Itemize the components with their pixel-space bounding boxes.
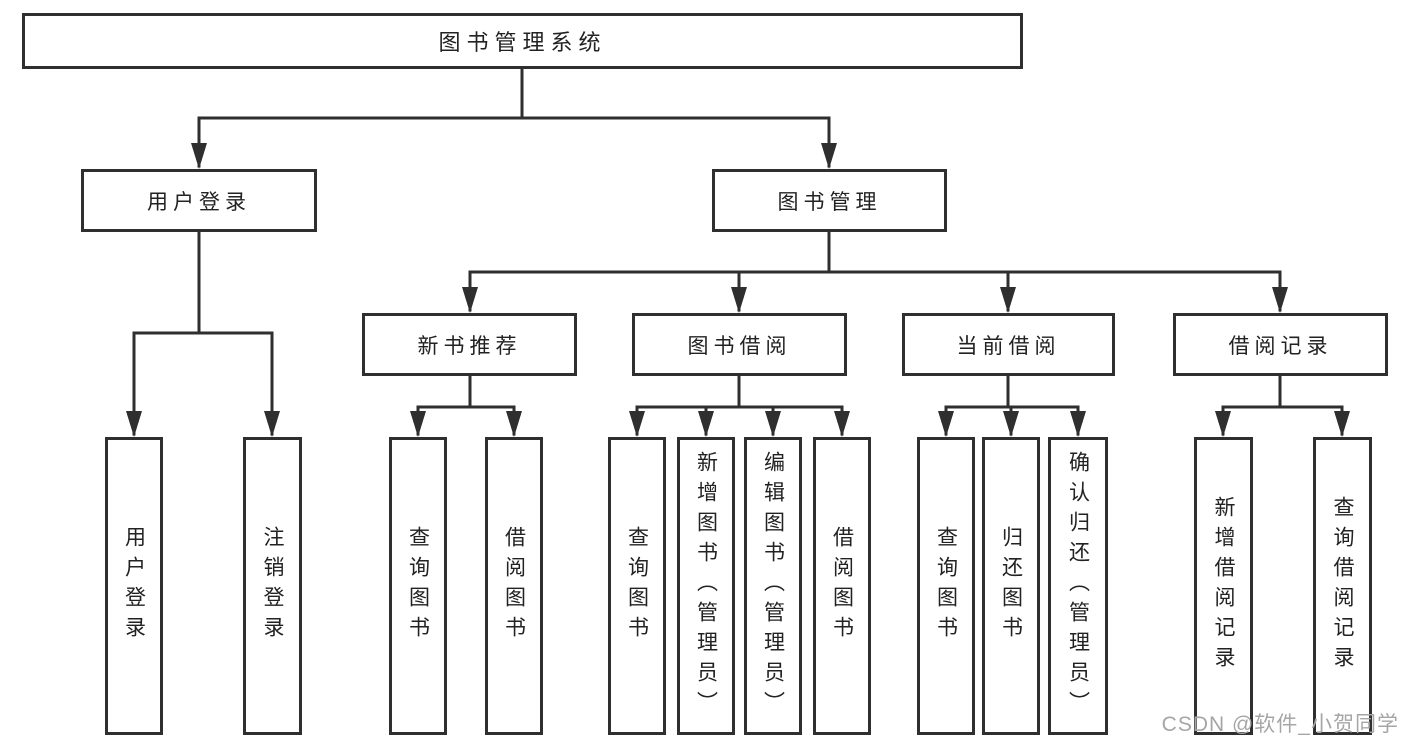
leaf-confirm-return-admin-label: 确认归还（管理员） [1066,451,1090,721]
leaf-borrow-books-recommend-label: 借阅图书 [502,526,526,646]
leaf-query-books-borrowing: 查询图书 [608,437,666,735]
leaf-user-login: 用户登录 [105,437,163,735]
leaf-query-books-current: 查询图书 [917,437,975,735]
leaf-return-books-label: 归还图书 [999,526,1023,646]
leaf-borrow-books-borrowing-label: 借阅图书 [830,526,854,646]
leaf-logout-label: 注销登录 [261,526,284,646]
node-borrowing-records: 借阅记录 [1173,313,1388,376]
node-library-system: 图书管理系统 [22,13,1023,69]
leaf-borrow-books-borrowing: 借阅图书 [813,437,871,735]
node-current-borrowing-label: 当前借阅 [956,334,1061,358]
leaf-return-books: 归还图书 [982,437,1040,735]
node-book-management: 图书管理 [712,169,947,232]
leaf-query-books-recommend-label: 查询图书 [406,526,430,646]
leaf-query-borrow-record: 查询借阅记录 [1313,437,1372,735]
leaf-borrow-books-recommend: 借阅图书 [485,437,543,735]
leaf-logout: 注销登录 [243,437,302,735]
watermark: CSDN @软件_小贺同学 [1161,713,1399,736]
leaf-add-borrow-record: 新增借阅记录 [1194,437,1253,735]
node-book-management-label: 图书管理 [777,190,882,214]
leaf-query-books-recommend: 查询图书 [389,437,447,735]
leaf-add-book-admin-label: 新增图书（管理员） [694,451,718,721]
node-new-book-recommend-label: 新书推荐 [417,334,522,358]
leaf-edit-book-admin: 编辑图书（管理员） [744,437,802,735]
leaf-confirm-return-admin: 确认归还（管理员） [1048,437,1108,735]
node-current-borrowing: 当前借阅 [902,313,1115,376]
node-borrowing-records-label: 借阅记录 [1228,334,1333,358]
leaf-query-books-current-label: 查询图书 [934,526,958,646]
leaf-edit-book-admin-label: 编辑图书（管理员） [761,451,785,721]
node-book-borrowing-label: 图书借阅 [687,334,792,358]
node-user-login: 用户登录 [81,169,317,232]
leaf-add-borrow-record-label: 新增借阅记录 [1212,496,1235,676]
node-book-borrowing: 图书借阅 [632,313,847,376]
leaf-query-books-borrowing-label: 查询图书 [625,526,649,646]
node-user-login-label: 用户登录 [147,190,251,214]
node-new-book-recommend: 新书推荐 [362,313,577,376]
leaf-query-borrow-record-label: 查询借阅记录 [1331,496,1354,676]
leaf-add-book-admin: 新增图书（管理员） [677,437,735,735]
leaf-user-login-label: 用户登录 [122,526,146,646]
node-library-system-label: 图书管理系统 [438,30,607,55]
